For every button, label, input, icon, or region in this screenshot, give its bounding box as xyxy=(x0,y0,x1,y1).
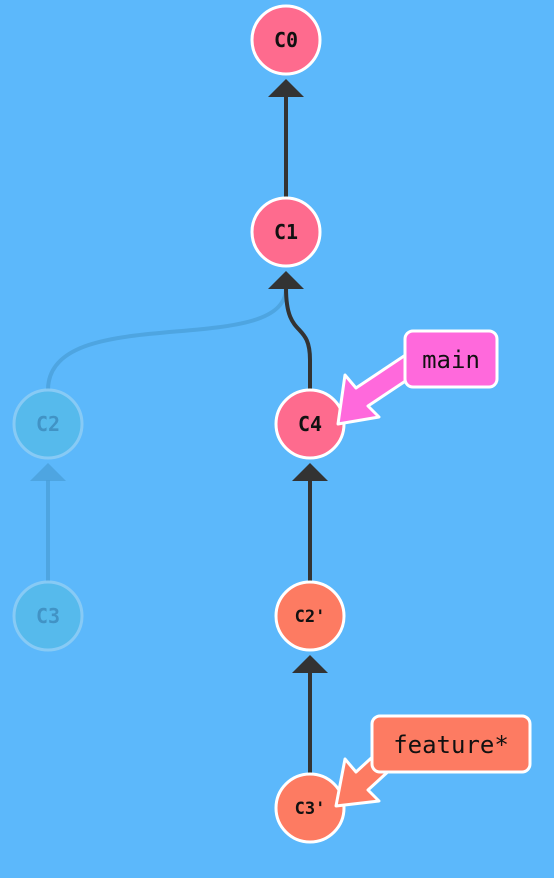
edge-c4-c1 xyxy=(284,287,312,390)
commit-node xyxy=(274,772,346,844)
commit-c4[interactable]: C4 xyxy=(274,388,346,460)
commit-label: C4 xyxy=(298,412,322,436)
edge-c2-c1 xyxy=(46,287,288,391)
commits: C0 C1 C2 C3 C4 C2' C3' xyxy=(12,4,346,844)
commit-node xyxy=(12,580,84,652)
branch-main-label: main xyxy=(422,346,480,374)
arrowhead-c4 xyxy=(292,463,328,481)
commit-node xyxy=(274,580,346,652)
arrowhead-c2p xyxy=(292,655,328,673)
commit-c3-prime[interactable]: C3' xyxy=(274,772,346,844)
arrowhead-c2 xyxy=(30,463,66,481)
commit-label: C2' xyxy=(295,607,326,627)
commit-c1[interactable]: C1 xyxy=(250,196,322,268)
commit-node xyxy=(250,4,322,76)
commit-c3[interactable]: C3 xyxy=(12,580,84,652)
commit-label: C3 xyxy=(36,604,60,628)
commit-label: C0 xyxy=(274,28,298,52)
arrowhead-c0 xyxy=(268,79,304,97)
commit-label: C1 xyxy=(274,220,298,244)
branch-feature[interactable]: feature* xyxy=(334,714,532,808)
branch-feature-box xyxy=(370,714,532,774)
commit-label: C3' xyxy=(295,799,326,819)
arrowhead-c1 xyxy=(268,271,304,289)
commit-node xyxy=(12,388,84,460)
branch-main[interactable]: main xyxy=(336,329,499,426)
edges xyxy=(30,79,328,774)
commit-c2-prime[interactable]: C2' xyxy=(274,580,346,652)
commit-node xyxy=(250,196,322,268)
commit-c2[interactable]: C2 xyxy=(12,388,84,460)
commit-c0[interactable]: C0 xyxy=(250,4,322,76)
branch-main-box xyxy=(403,329,499,389)
commit-label: C2 xyxy=(36,412,60,436)
branch-feature-label: feature* xyxy=(393,731,509,759)
